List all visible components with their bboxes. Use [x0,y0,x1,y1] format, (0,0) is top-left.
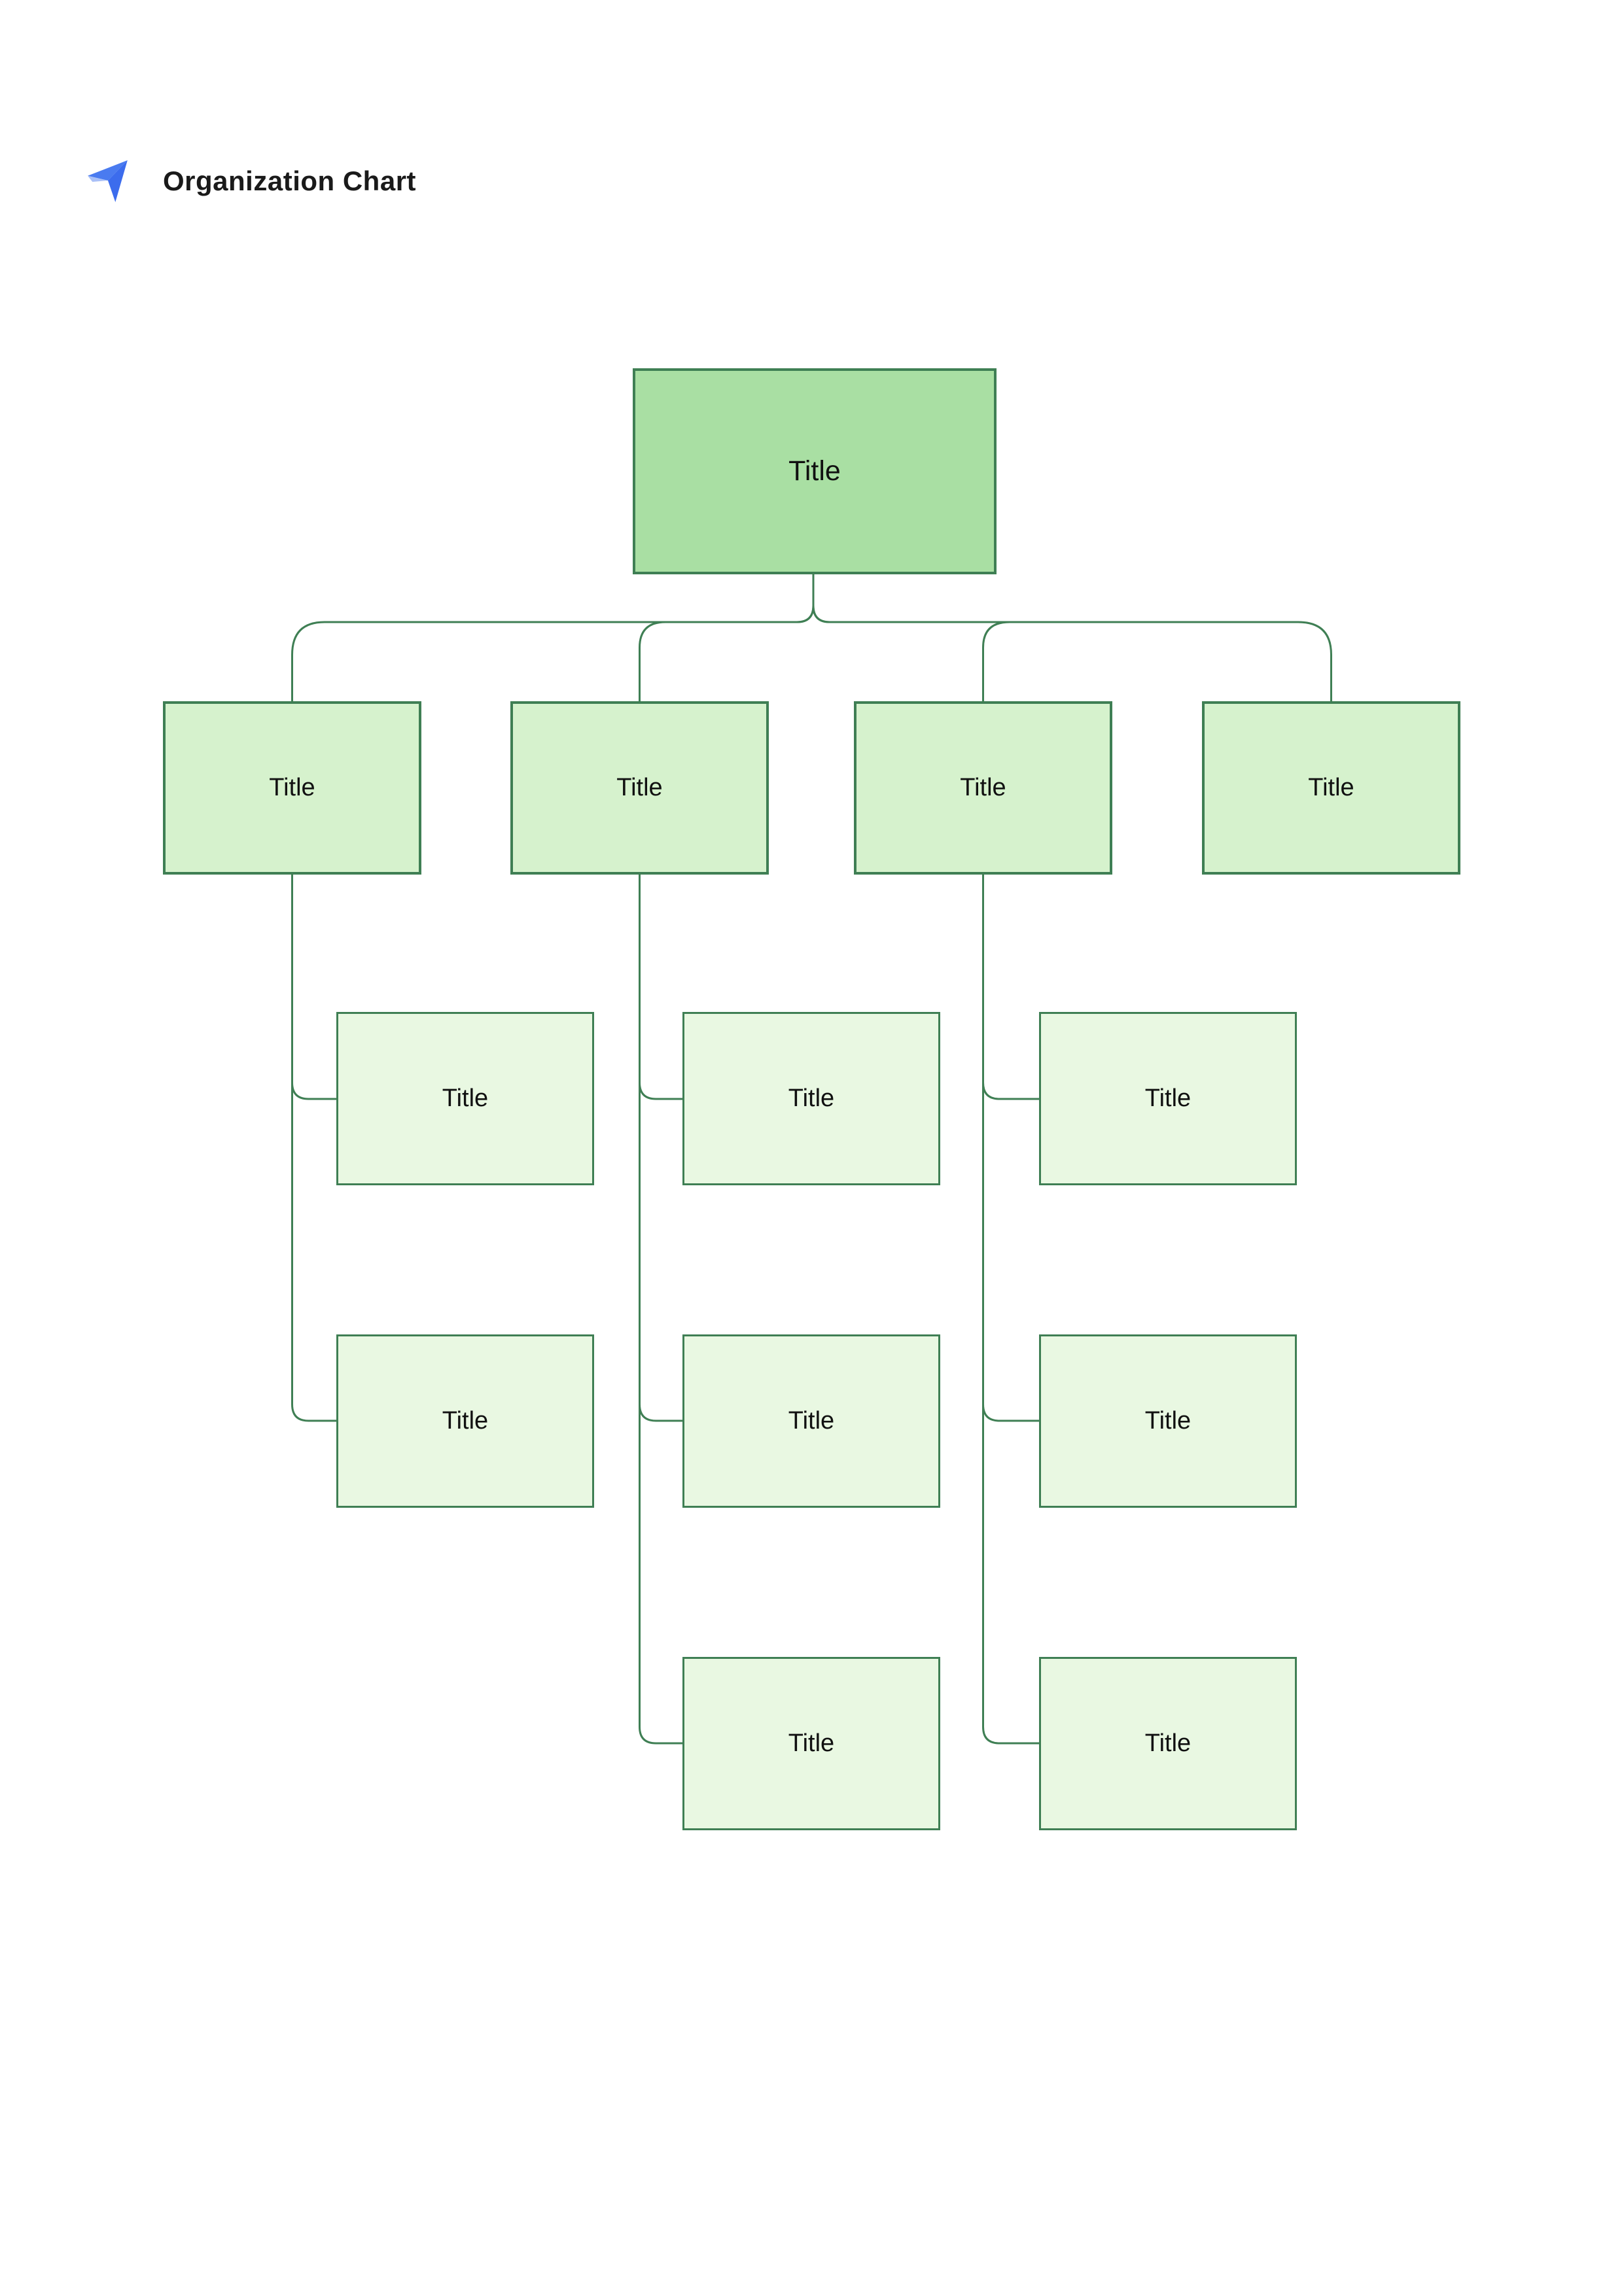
connector-edge [982,873,1040,1422]
org-node-label: Title [269,774,315,801]
send-arrow-icon [88,160,128,202]
org-node-manager-2-child-3[interactable]: Title [682,1657,940,1830]
connector-edge [291,873,338,1422]
connector-edge [982,873,1040,1100]
org-node-label: Title [788,1407,835,1435]
connector-edge [982,873,1040,1745]
connector-edge [812,573,1332,703]
org-node-manager-2[interactable]: Title [510,701,769,875]
org-node-manager-1[interactable]: Title [163,701,421,875]
org-node-label: Title [442,1407,489,1435]
connector-edge [639,873,684,1422]
org-node-label: Title [788,1730,835,1757]
connector-edge [639,873,684,1745]
org-node-manager-1-child-1[interactable]: Title [336,1012,594,1185]
org-node-manager-1-child-2[interactable]: Title [336,1334,594,1508]
connector-edge [639,873,684,1100]
org-node-label: Title [1144,1085,1192,1112]
org-node-label: Title [1308,774,1354,801]
org-node-manager-4[interactable]: Title [1202,701,1460,875]
org-node-label: Title [442,1085,489,1112]
org-node-manager-2-child-2[interactable]: Title [682,1334,940,1508]
connector-edge [812,573,1010,703]
connector-edge [639,573,815,703]
org-node-label: Title [788,455,841,487]
org-node-root[interactable]: Title [633,368,997,574]
org-node-label: Title [1144,1407,1192,1435]
org-node-manager-3[interactable]: Title [854,701,1112,875]
org-node-label: Title [1144,1730,1192,1757]
page-title: Organization Chart [163,165,417,196]
org-node-label: Title [616,774,663,801]
org-node-label: Title [788,1085,835,1112]
org-node-manager-3-child-2[interactable]: Title [1039,1334,1297,1508]
connector-edge [291,873,338,1100]
connector-edge [291,573,815,703]
org-node-manager-3-child-3[interactable]: Title [1039,1657,1297,1830]
org-node-manager-3-child-1[interactable]: Title [1039,1012,1297,1185]
org-node-manager-2-child-1[interactable]: Title [682,1012,940,1185]
page-header: Organization Chart [87,159,416,203]
org-node-label: Title [960,774,1006,801]
